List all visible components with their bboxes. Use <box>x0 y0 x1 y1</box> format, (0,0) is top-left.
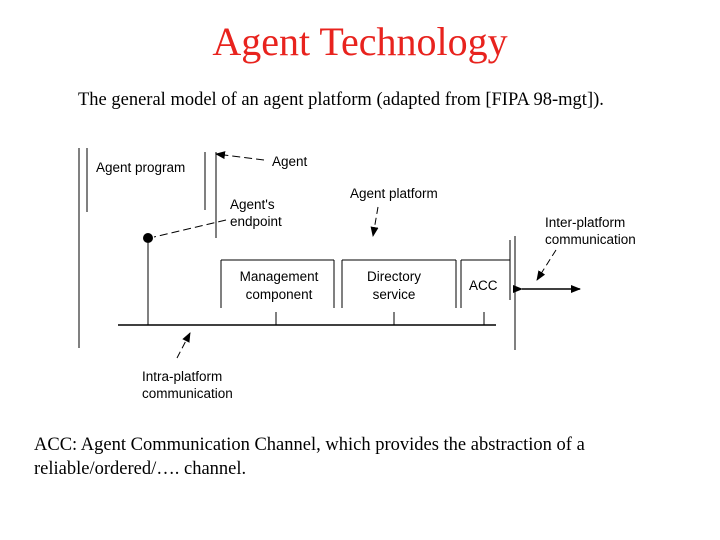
agent-label: Agent <box>272 154 308 169</box>
intra-platform-arrow <box>176 332 191 359</box>
inter-platform-label-line2: communication <box>545 232 636 247</box>
intra-platform-label-line2: communication <box>142 386 233 401</box>
management-component-box <box>220 259 335 325</box>
inter-platform-label-line1: Inter-platform <box>545 215 625 230</box>
agent-platform-arrow <box>370 206 379 237</box>
agents-endpoint-label-line2: endpoint <box>230 214 282 229</box>
acc-label: ACC <box>469 278 498 293</box>
agents-endpoint-label-line1: Agent's <box>230 197 275 212</box>
agent-program-box <box>78 148 206 348</box>
acc-box <box>460 259 510 325</box>
management-component-label-line1: Management <box>240 269 319 284</box>
page-title: Agent Technology <box>212 19 508 64</box>
agent-platform-label: Agent platform <box>350 186 438 201</box>
inter-platform-arrow <box>536 249 557 281</box>
agent-endpoint-dot <box>143 233 153 243</box>
intra-platform-label-line1: Intra-platform <box>142 369 222 384</box>
diagram-subtitle: The general model of an agent platform (… <box>78 90 604 110</box>
agents-endpoint-arrow <box>153 219 227 238</box>
directory-service-label-line1: Directory <box>367 269 421 284</box>
agent-program-label: Agent program <box>96 160 185 175</box>
agent-arrow <box>215 151 265 161</box>
directory-service-box <box>341 259 457 325</box>
acc-caption: ACC: Agent Communication Channel, which … <box>34 435 585 480</box>
directory-service-label-line2: service <box>373 287 416 302</box>
management-component-label-line2: component <box>246 287 313 302</box>
